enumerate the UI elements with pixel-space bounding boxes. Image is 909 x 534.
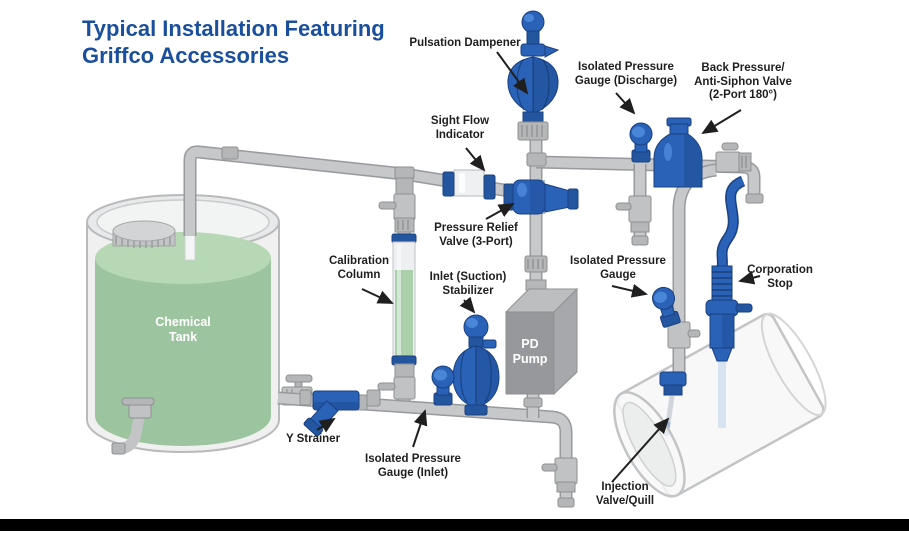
label-inlet-suction-stabilizer: Inlet (Suction) Stabilizer	[429, 271, 507, 297]
label-calibration-column: Calibration Column	[328, 255, 390, 281]
tank-drain-valve-graphic	[111, 397, 155, 455]
pressure-relief-valve-graphic	[503, 179, 579, 215]
pressure-gauge-inlet-graphic	[431, 365, 455, 406]
label-pressure-relief-valve: Pressure Relief Valve (3-Port)	[434, 222, 518, 248]
label-isolated-pressure-gauge: Isolated Pressure Gauge	[570, 255, 666, 281]
chemical-tank-graphic	[86, 194, 313, 455]
label-corporation-stop: Corporation Stop	[747, 264, 813, 290]
pulsation-dampener-graphic	[507, 10, 560, 141]
back-pressure-valve-graphic	[653, 117, 703, 188]
bottom-drain-valve-graphic	[541, 457, 578, 508]
page-title: Typical Installation Featuring Griffco A…	[82, 16, 385, 68]
pd-pump-graphic	[504, 279, 579, 396]
label-y-strainer: Y Strainer	[285, 433, 341, 445]
pressure-gauge-discharge-graphic	[629, 122, 653, 163]
injection-valve-graphic	[659, 371, 687, 396]
label-injection-valve-quill: Injection Valve/Quill	[595, 481, 655, 507]
corporation-stop-graphic	[705, 265, 753, 362]
calibration-column-graphic	[377, 177, 417, 400]
label-chemical-tank: Chemical Tank	[155, 315, 211, 344]
label-pd-pump: PD Pump	[512, 337, 548, 366]
label-back-pressure-anti-siphon-valve: Back Pressure/ Anti-Siphon Valve (2-Port…	[694, 62, 792, 102]
drop-line-valve-graphic	[667, 321, 701, 349]
label-pulsation-dampener: Pulsation Dampener	[409, 37, 521, 49]
label-isolated-pressure-gauge-inlet: Isolated Pressure Gauge (Inlet)	[365, 453, 461, 479]
label-isolated-pressure-gauge-discharge: Isolated Pressure Gauge (Discharge)	[574, 61, 678, 87]
discharge-gauge-stub-graphic	[615, 195, 652, 246]
footer-bar	[0, 519, 909, 531]
annotation-arrows	[316, 51, 761, 483]
inlet-stabilizer-graphic	[452, 314, 500, 416]
label-sight-flow-indicator: Sight Flow Indicator	[430, 115, 490, 141]
piping	[183, 116, 761, 502]
y-strainer-graphic	[303, 390, 360, 437]
sight-flow-indicator-graphic	[442, 169, 496, 200]
header-end-valve-graphic	[715, 142, 764, 204]
